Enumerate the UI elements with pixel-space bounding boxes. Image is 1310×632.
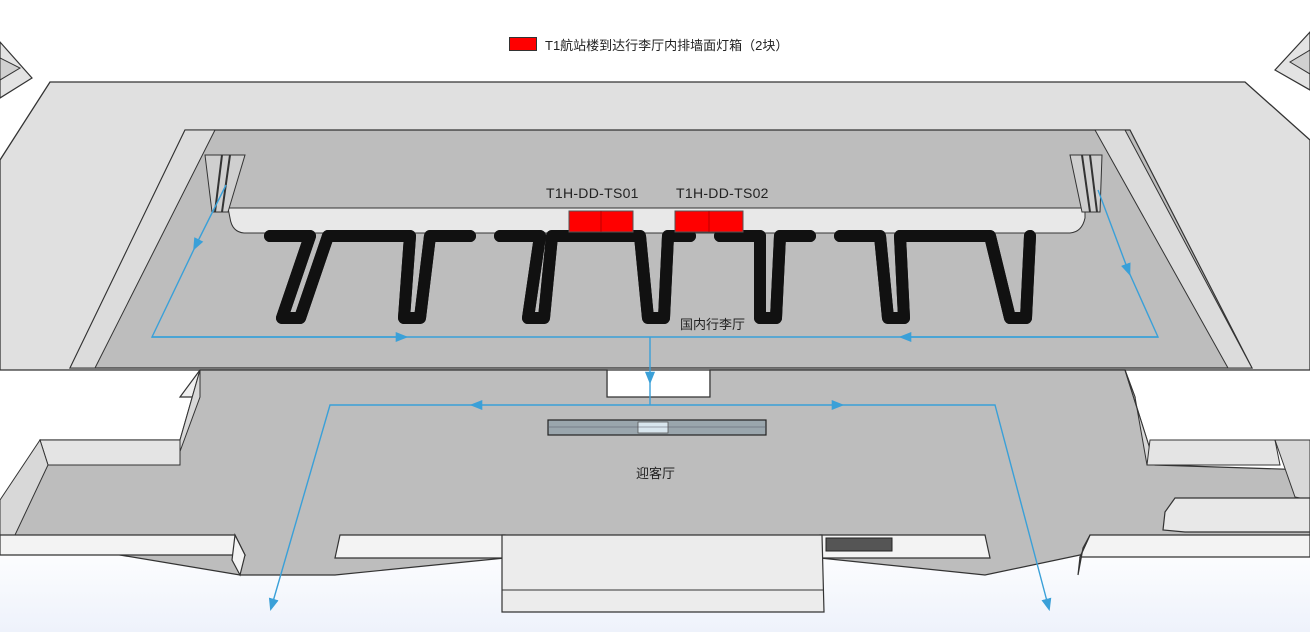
corner-fragment-left <box>0 41 33 99</box>
lightbox-label-TS01: T1H-DD-TS01 <box>546 185 639 201</box>
baggage-carousels <box>264 230 1036 324</box>
right-annex <box>1162 497 1310 533</box>
zone-label-baggage-hall: 国内行李厅 <box>680 317 746 332</box>
corner-fragment-right <box>1274 31 1310 91</box>
lightbox-label-TS02: T1H-DD-TS02 <box>676 185 769 201</box>
passenger-flow-arrows <box>150 184 1160 612</box>
left-wall <box>69 129 216 369</box>
zone-label-greeting-hall: 迎客厅 <box>636 466 676 481</box>
legend-label: T1航站楼到达行李厅内排墙面灯箱（2块） <box>545 37 789 53</box>
front-kiosk <box>501 534 825 613</box>
escalator-right <box>1069 154 1103 213</box>
front-walls <box>0 532 1310 577</box>
legend: T1航站楼到达行李厅内排墙面灯箱（2块） <box>509 34 788 54</box>
greeting-hall-floor <box>0 369 1310 576</box>
dark-panel-front <box>825 537 893 552</box>
right-wall <box>1094 129 1253 369</box>
back-wall <box>227 207 1086 234</box>
legend-swatch <box>509 37 537 51</box>
escalator-left <box>204 154 246 213</box>
